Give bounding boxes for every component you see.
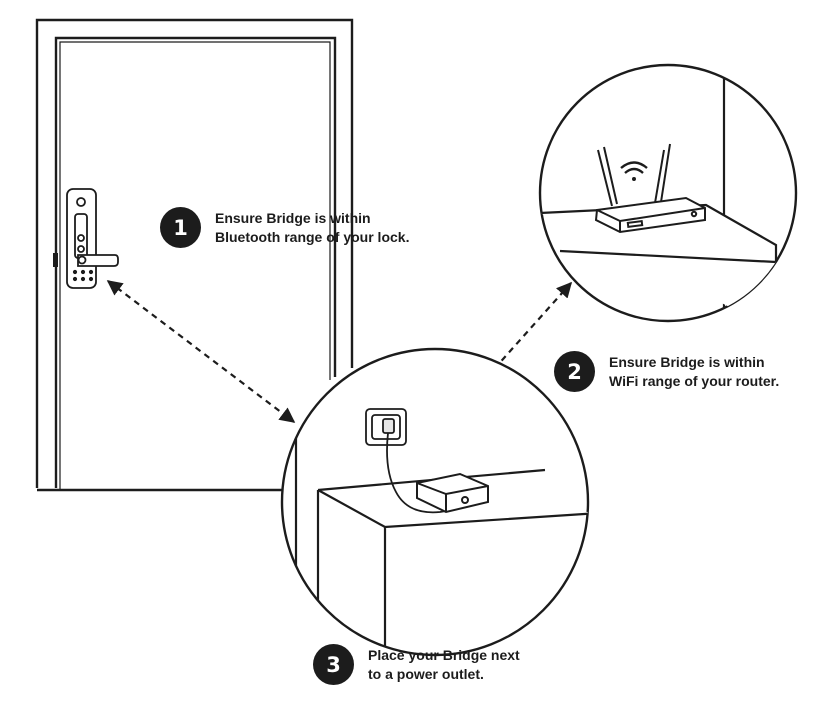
smart-lock-icon [66, 188, 119, 289]
step-2: 2 Ensure Bridge is within WiFi range of … [554, 351, 779, 392]
power-outlet-icon [365, 408, 407, 446]
step-3: 3 Place your Bridge next to a power outl… [313, 644, 520, 685]
bluetooth-range-arrow [106, 280, 296, 423]
step-instruction: Ensure Bridge is within Bluetooth range … [215, 209, 409, 247]
door-panel-edge [59, 41, 331, 490]
door [35, 18, 354, 492]
step-number-badge: 2 [554, 351, 595, 392]
step-instruction-line: Bluetooth range of your lock. [215, 228, 410, 245]
bridge-device-icon [416, 472, 489, 514]
step-instruction-line: WiFi range of your router. [609, 372, 780, 389]
step-number-badge: 3 [313, 644, 354, 685]
door-frame [35, 18, 354, 488]
router-detail [538, 63, 798, 323]
step-instruction-line: Ensure Bridge is within [609, 353, 765, 370]
step-instruction-line: Ensure Bridge is within [215, 209, 371, 226]
router-icon [594, 143, 706, 234]
step-instruction-line: Place your Bridge next [368, 646, 520, 663]
step-instruction: Ensure Bridge is within WiFi range of yo… [609, 353, 779, 391]
step-instruction: Place your Bridge next to a power outlet… [368, 646, 520, 684]
step-instruction-line: to a power outlet. [368, 665, 484, 682]
wifi-icon [620, 161, 648, 181]
door-hinge [53, 253, 58, 267]
counter [316, 468, 588, 655]
step-number-badge: 1 [160, 207, 201, 248]
bridge-detail [280, 347, 590, 657]
step-1: 1 Ensure Bridge is within Bluetooth rang… [160, 207, 409, 248]
